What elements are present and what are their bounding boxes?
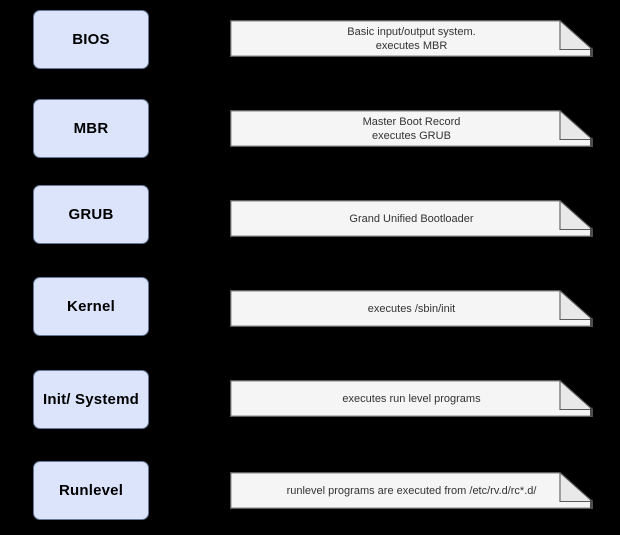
note-mbr-text: Master Boot Record executes GRUB: [362, 116, 461, 142]
box-grub: GRUB: [33, 185, 149, 244]
note-shape: [230, 110, 593, 147]
note-init-systemd-text: executes run level programs: [342, 393, 481, 405]
note-fold-corner-icon: [559, 472, 593, 503]
box-init-systemd: Init/ Systemd: [33, 370, 149, 429]
box-runlevel-label: Runlevel: [58, 482, 124, 499]
note-runlevel-text: runlevel programs are executed from /etc…: [286, 485, 537, 497]
note-fold-corner-icon: [559, 290, 593, 321]
note-fold-corner-icon: [559, 110, 593, 141]
note-mbr: Master Boot Record executes GRUB: [230, 110, 593, 147]
note-kernel-text: executes /sbin/init: [367, 303, 456, 315]
box-grub-label: GRUB: [68, 206, 114, 223]
box-kernel: Kernel: [33, 277, 149, 336]
note-grub-text: Grand Unified Bootloader: [349, 213, 474, 225]
box-mbr-label: MBR: [73, 120, 109, 137]
box-runlevel: Runlevel: [33, 461, 149, 520]
note-shape: [230, 200, 593, 237]
note-shape: [230, 290, 593, 327]
note-bios: Basic input/output system. executes MBR: [230, 20, 593, 57]
note-shape: [230, 20, 593, 57]
note-init-systemd: executes run level programs: [230, 380, 593, 417]
note-shape: [230, 380, 593, 417]
box-mbr: MBR: [33, 99, 149, 158]
note-bios-text: Basic input/output system. executes MBR: [347, 26, 476, 52]
box-bios-label: BIOS: [72, 31, 110, 48]
box-kernel-label: Kernel: [67, 298, 115, 315]
note-grub: Grand Unified Bootloader: [230, 200, 593, 237]
box-init-systemd-label: Init/ Systemd: [43, 391, 139, 408]
note-shape: [230, 472, 593, 509]
note-fold-corner-icon: [559, 200, 593, 231]
note-runlevel: runlevel programs are executed from /etc…: [230, 472, 593, 509]
box-bios: BIOS: [33, 10, 149, 69]
note-fold-corner-icon: [559, 380, 593, 411]
note-fold-corner-icon: [559, 20, 593, 51]
note-kernel: executes /sbin/init: [230, 290, 593, 327]
